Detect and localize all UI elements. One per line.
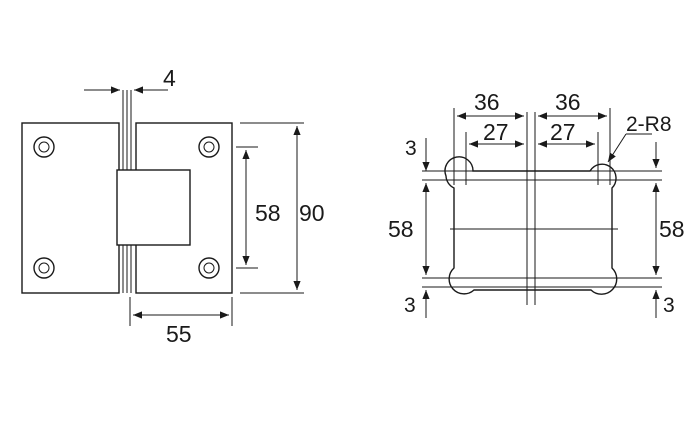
radius-leader [607, 133, 627, 163]
dimension-36-right: 36 [555, 89, 581, 115]
screw-hole [198, 136, 220, 158]
dimension-width-label: 55 [166, 321, 192, 347]
dimension-27-left: 27 [483, 119, 509, 145]
dimension-3-top-left: 3 [405, 137, 417, 160]
dimension-58-left: 58 [388, 216, 414, 242]
dimension-3-bottom-right: 3 [663, 294, 675, 317]
cutout-outline [444, 156, 618, 295]
dimension-3-bottom-left: 3 [404, 294, 416, 317]
cutout-template-view: 36 36 27 27 2-R8 3 58 3 58 3 [388, 89, 685, 318]
screw-hole [33, 257, 55, 279]
dimension-gap-label: 4 [163, 65, 176, 91]
dimension-27-right: 27 [550, 119, 576, 145]
left-leaf-plate [21, 122, 120, 294]
screw-hole [33, 136, 55, 158]
dimension-height-label: 90 [299, 200, 325, 226]
hinge-front-view: 4 58 90 55 [21, 65, 325, 347]
radius-label: 2-R8 [626, 113, 672, 136]
dimension-36-left: 36 [474, 89, 500, 115]
hinge-body-block [116, 169, 191, 246]
dimension-holes-label: 58 [255, 200, 281, 226]
dimension-58-right: 58 [659, 216, 685, 242]
screw-hole [198, 257, 220, 279]
